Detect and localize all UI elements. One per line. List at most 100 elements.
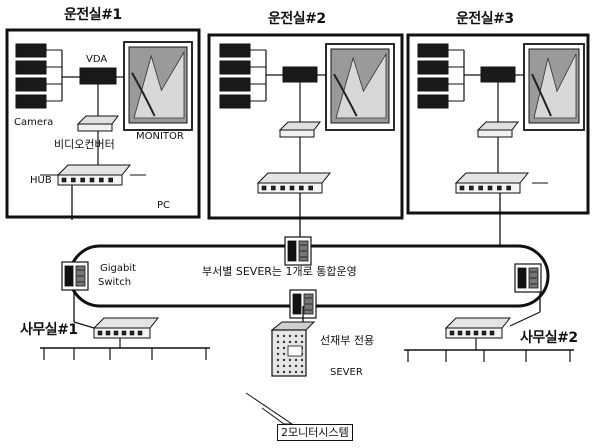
room-1-title: 운전실#1: [64, 7, 122, 23]
camera-unit: [15, 60, 47, 75]
hub-port: [89, 177, 95, 183]
camera-unit: [219, 77, 251, 92]
video-converter-front: [477, 129, 513, 138]
server-grille: [282, 358, 286, 362]
server-grille: [288, 334, 292, 338]
hub-port: [71, 177, 76, 183]
hub-port: [280, 185, 285, 191]
hub-port: [299, 185, 304, 191]
room-2-box: [207, 33, 404, 220]
hub-port: [129, 330, 135, 336]
monitor-image-stroke: [131, 72, 156, 117]
video-converter: [476, 121, 519, 131]
camera-unit: [219, 60, 251, 75]
server-grille: [300, 340, 304, 344]
server-grille: [282, 334, 286, 338]
server-grille: [276, 364, 280, 368]
hub-room-3: [454, 172, 530, 184]
video-converter-front: [77, 123, 113, 132]
server-grille: [276, 358, 280, 362]
server-grille: [288, 340, 292, 344]
hub-port: [469, 185, 474, 191]
server-grille: [288, 364, 292, 368]
vda-box: [480, 66, 516, 83]
camera-unit: [219, 94, 251, 109]
camera-unit: [15, 77, 47, 92]
camera-unit: [417, 77, 449, 92]
hub-port: [449, 330, 455, 336]
server-grille: [294, 334, 298, 338]
switch-panel: [287, 240, 297, 262]
hub-port: [459, 185, 465, 191]
ring-caption: 부서별 SEVER는 1개로 통합운영: [202, 265, 357, 278]
office-1-title: 사무실#1: [20, 322, 78, 338]
switch-panel: [64, 265, 74, 287]
gigabit-label: Gigabit: [100, 263, 137, 274]
camera-unit: [417, 94, 449, 109]
hub-port: [289, 185, 295, 191]
server-grille: [294, 370, 298, 374]
hub-port: [487, 185, 493, 191]
video-converter: [76, 115, 119, 125]
hub-port: [80, 177, 85, 183]
server-grille: [276, 346, 280, 350]
video-converter: [278, 121, 321, 131]
camera-unit: [15, 94, 47, 109]
server-grille: [294, 340, 298, 344]
hub-port: [108, 177, 113, 183]
camera-unit: [15, 43, 47, 58]
hub-port: [506, 185, 511, 191]
switch-panel: [292, 293, 302, 315]
video-converter-front: [279, 129, 315, 138]
server-grille: [276, 340, 280, 344]
vda-box: [282, 66, 318, 83]
hub-port: [308, 185, 313, 191]
hub-port: [465, 330, 471, 336]
server-top: [270, 321, 316, 331]
server-grille: [300, 370, 304, 374]
office-1-link: [73, 321, 95, 329]
camera-unit: [417, 60, 449, 75]
room-2-title: 운전실#2: [268, 11, 326, 27]
hub-office-2: [444, 317, 512, 329]
server-grille: [282, 352, 286, 356]
server-grille: [276, 352, 280, 356]
room-3-box: [406, 33, 590, 215]
hub-label: HUB: [30, 175, 52, 186]
vda-box: [79, 67, 117, 85]
hub-port: [113, 330, 119, 336]
hub-port: [473, 330, 479, 336]
server-sublabel: SEVER: [330, 367, 363, 378]
hub-port: [121, 330, 127, 336]
hub-port: [97, 330, 103, 336]
server-grille: [276, 334, 280, 338]
hub-port: [478, 185, 483, 191]
hub-port: [497, 185, 502, 191]
hub-port: [105, 330, 111, 336]
server-grille: [282, 340, 286, 344]
server-drive: [287, 345, 303, 357]
monitor-image-stroke: [333, 73, 358, 117]
office-2-title: 사무실#2: [520, 330, 578, 346]
server-grille: [276, 370, 280, 374]
server-grille: [282, 370, 286, 374]
hub-room-1: [56, 164, 132, 176]
server-grille: [288, 370, 292, 374]
callout-label: 2모니터시스템: [277, 424, 353, 441]
room-3-title: 운전실#3: [456, 11, 514, 27]
server-label: 선재부 전용: [320, 334, 375, 347]
callout-pointer: [245, 392, 294, 425]
hub-port: [261, 185, 267, 191]
switch-label: Switch: [98, 277, 132, 288]
pc-label: PC: [157, 200, 171, 211]
camera-unit: [417, 43, 449, 58]
switch-panel: [517, 267, 527, 289]
vda-label: VDA: [86, 54, 108, 65]
hub-room-2: [256, 172, 332, 184]
hub-port: [61, 177, 67, 183]
camera-unit: [219, 43, 251, 58]
camera-label: Camera: [14, 117, 54, 128]
office-2-link: [509, 311, 541, 327]
